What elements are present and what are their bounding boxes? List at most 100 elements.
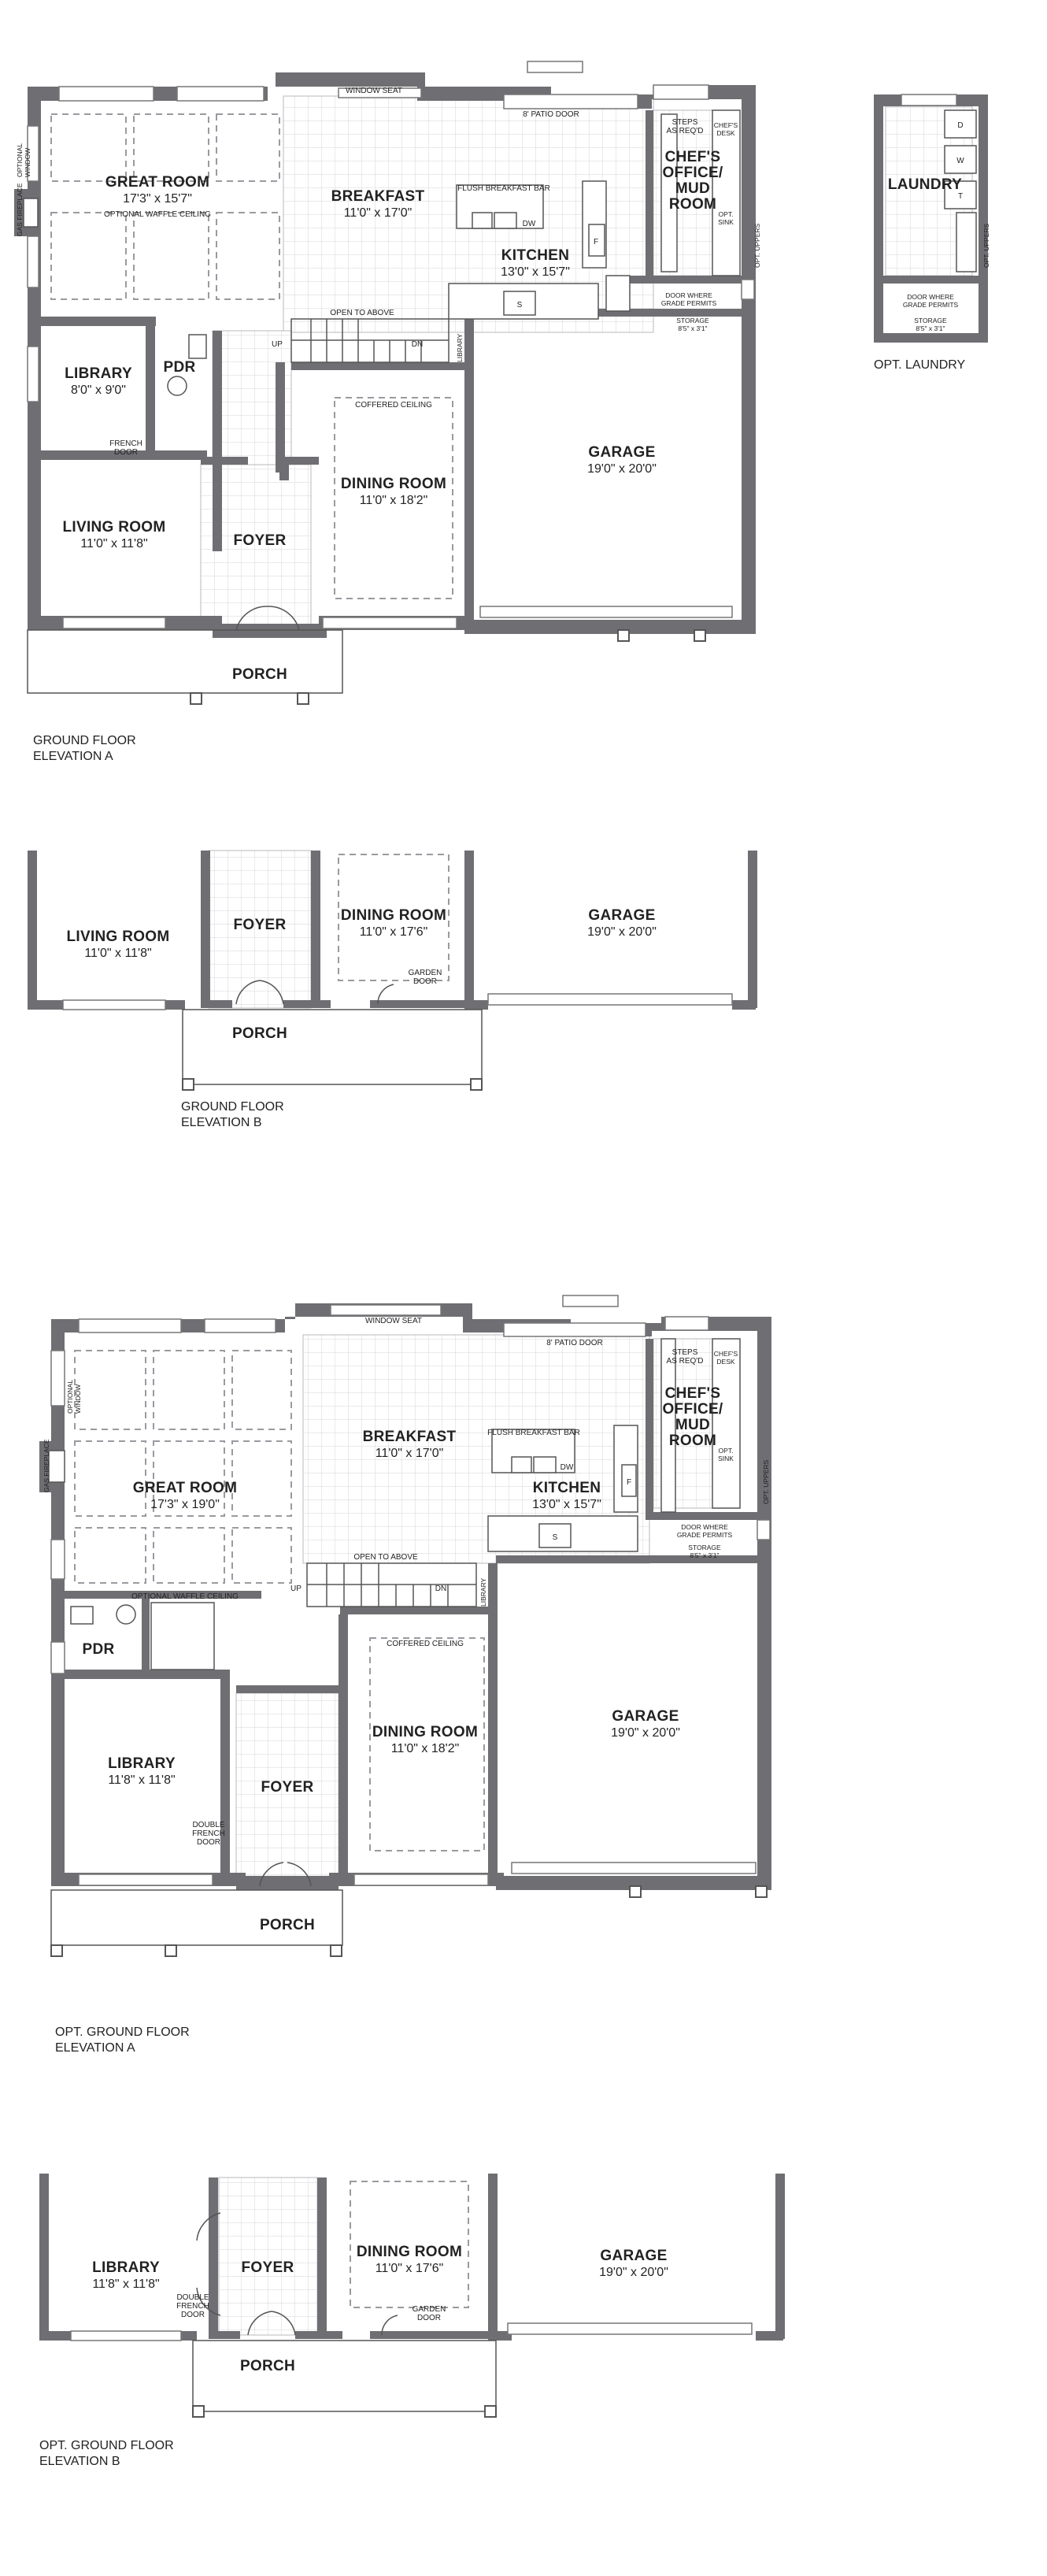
storage-1: STORAGE: [676, 317, 709, 324]
opt-flush-bar: FLUSH BREAKFAST BAR: [487, 1429, 580, 1437]
opt-steps-1: STEPS: [672, 1348, 698, 1357]
opt-b-caption-2: ELEVATION B: [39, 2455, 120, 2468]
laundry-name: LAUNDRY: [888, 176, 962, 193]
opt-b-double-french-1: DOUBLE: [176, 2293, 209, 2302]
opt-kitchen-name: KITCHEN: [533, 1480, 601, 1496]
opt-dw: DW: [560, 1463, 574, 1472]
optional-window-2: WINDOW: [24, 148, 31, 177]
opt-foyer-floor: [235, 1692, 339, 1879]
opt-breakfast-name: BREAKFAST: [363, 1429, 457, 1445]
sink-label: S: [517, 301, 523, 309]
opt-kitchen-counters: [487, 1338, 741, 1552]
garage-dim: 19'0" x 20'0": [587, 462, 657, 476]
kitchen-name: KITCHEN: [501, 247, 570, 264]
opt-b-foyer-name: FOYER: [242, 2259, 294, 2276]
great-room-label: GREAT ROOM 17'3" x 15'7" OPTIONAL WAFFLE…: [104, 174, 211, 219]
opt-laundry-plan: LAUNDRY D W T OPT. UPPERS DOOR WHERE GRA…: [874, 94, 990, 372]
pdr-name: PDR: [163, 359, 195, 376]
stair: [290, 318, 450, 363]
dryer-label: D: [957, 121, 963, 130]
opt-dn: DN: [435, 1585, 446, 1593]
chefs-office-4: ROOM: [669, 196, 716, 213]
opt-garage-name: GARAGE: [612, 1708, 679, 1725]
dining-room-dim: 11'0" x 18'2": [360, 494, 428, 507]
opt-door-grade-2: GRADE PERMITS: [677, 1531, 733, 1539]
washer-label: W: [956, 157, 964, 165]
opt-b-garden-door-2: DOOR: [417, 2314, 441, 2322]
toilet: [188, 334, 207, 359]
chefs-office-2: OFFICE/: [662, 165, 723, 181]
library-stair-note: LIBRARY: [456, 333, 464, 362]
opt-pdr-name: PDR: [82, 1641, 114, 1658]
coffered-note: COFFERED CEILING: [355, 401, 432, 410]
storage-2: 8'5" x 3'1": [678, 324, 707, 332]
porch-b-outline: [182, 1009, 483, 1085]
opt-window-seat: WINDOW SEAT: [365, 1317, 422, 1325]
opt-ground-floor-b-plan: LIBRARY 11'8" x 11'8" DOUBLE FRENCH DOOR…: [39, 2174, 785, 2468]
caption-1: GROUND FLOOR: [33, 734, 136, 747]
dw-label: DW: [523, 220, 536, 228]
opt-caption-2: ELEVATION A: [55, 2041, 135, 2055]
french-door-1: FRENCH: [109, 439, 142, 448]
b-dining-name: DINING ROOM: [341, 907, 446, 924]
laundry-storage-2: 8'5" x 3'1": [916, 324, 945, 332]
opt-chefs-office-2: OFFICE/: [662, 1401, 723, 1418]
opt-great-room-name: GREAT ROOM: [133, 1480, 237, 1496]
ground-floor-a-plan: GREAT ROOM 17'3" x 15'7" OPTIONAL WAFFLE…: [14, 61, 761, 763]
living-room-name: LIVING ROOM: [62, 519, 165, 536]
garage-name: GARAGE: [588, 444, 655, 461]
laundry-caption: OPT. LAUNDRY: [874, 358, 966, 372]
caption-2: ELEVATION A: [33, 750, 113, 763]
opt-chefs-desk-1: CHEF'S: [714, 1350, 738, 1358]
opt-caption-1: OPT. GROUND FLOOR: [55, 2026, 190, 2039]
opt-garage-dim: 19'0" x 20'0": [611, 1726, 680, 1740]
chefs-office-1: CHEF'S: [665, 149, 721, 165]
opt-chefs-office-3: MUD: [675, 1417, 710, 1433]
foyer-name: FOYER: [234, 532, 287, 549]
opt-library-name: LIBRARY: [108, 1755, 176, 1772]
opt-storage-1: STORAGE: [688, 1544, 721, 1551]
opt-waffle-note: OPTIONAL WAFFLE CEILING: [131, 1592, 239, 1601]
steps-note-2: AS REQ'D: [667, 127, 704, 135]
windows: [27, 61, 755, 629]
opt-open-to-above: OPEN TO ABOVE: [353, 1553, 418, 1562]
opt-closet: [150, 1602, 215, 1670]
garage-post: [617, 629, 630, 642]
opt-b-library-name: LIBRARY: [92, 2259, 160, 2276]
laundry-door-grade-2: GRADE PERMITS: [903, 301, 959, 309]
library-name: LIBRARY: [65, 365, 132, 382]
waffle-ceiling: [50, 113, 280, 300]
opt-optional-window-1: OPTIONAL: [66, 1380, 74, 1414]
laundry-opt-uppers: OPT. UPPERS: [982, 223, 990, 268]
kitchen-dim: 13'0" x 15'7": [501, 265, 570, 279]
dining-b-ceiling: [338, 854, 450, 981]
opt-opt-sink-1: OPT.: [719, 1447, 734, 1455]
breakfast-name: BREAKFAST: [331, 188, 425, 205]
opt-library-dim: 11'8" x 11'8": [108, 1774, 175, 1787]
steps-note-1: STEPS: [672, 118, 698, 127]
living-room-dim: 11'0" x 11'8": [80, 537, 147, 550]
opt-b-double-french-2: FRENCH: [176, 2302, 209, 2311]
opt-b-porch-outline: [192, 2340, 497, 2412]
laundry-storage-1: STORAGE: [914, 317, 947, 324]
opt-interior-walls: [65, 1339, 757, 1878]
opt-library-stair: LIBRARY: [479, 1577, 487, 1607]
chefs-desk-1: CHEF'S: [714, 121, 738, 129]
flush-bar-note: FLUSH BREAKFAST BAR: [457, 184, 550, 193]
optional-waffle-note: OPTIONAL WAFFLE CEILING: [104, 210, 211, 219]
opt-foyer-name: FOYER: [261, 1779, 314, 1796]
opt-b-double-french-3: DOOR: [181, 2311, 205, 2319]
opt-windows: [50, 1295, 771, 1886]
dining-room-name: DINING ROOM: [341, 476, 446, 492]
opt-sink-1: OPT.: [719, 210, 734, 218]
opt-b-garage-dim: 19'0" x 20'0": [599, 2266, 668, 2279]
opt-dining-dim: 11'0" x 18'2": [391, 1742, 460, 1755]
b-caption-2: ELEVATION B: [181, 1116, 262, 1129]
great-room-name: GREAT ROOM: [105, 174, 209, 191]
opt-b-foyer-floor: [218, 2177, 318, 2336]
opt-opt-sink-2: SINK: [718, 1455, 734, 1462]
b-living-name: LIVING ROOM: [66, 928, 169, 945]
opt-sink-label: S: [553, 1533, 558, 1542]
dn-label: DN: [412, 340, 423, 349]
